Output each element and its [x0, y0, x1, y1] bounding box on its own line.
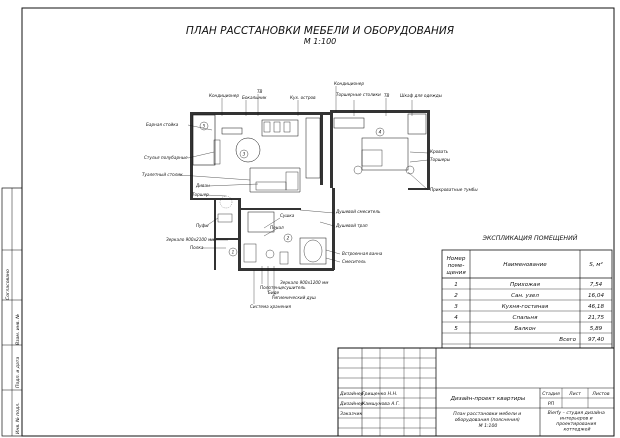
label-dressing-table: Туалетный столик	[142, 172, 183, 177]
drawing-scale: М 1:100	[304, 37, 337, 46]
label-air-conditioner: Кондиционер	[209, 93, 239, 98]
label-air-conditioner-2: Кондиционер	[334, 81, 364, 86]
plan-labels: Кондиционер ТВ Бокалыник Кух. остров Кон…	[142, 81, 478, 309]
svg-text:7,54: 7,54	[590, 282, 603, 288]
svg-text:Сан. узел: Сан. узел	[511, 293, 539, 299]
label-wine-cooler: Бокалыник	[242, 95, 267, 100]
label-poufs: Пуфы	[196, 223, 209, 228]
svg-text:1: 1	[232, 250, 235, 255]
label-dryer: Сушка	[280, 213, 295, 218]
label-shelf: Полка	[190, 245, 204, 250]
label-bidet: Биде	[268, 290, 279, 295]
label-hall-mirror: Зеркало 900х2100 мм	[166, 237, 214, 242]
sheet-title: План расстановки мебели и оборудования (…	[453, 411, 522, 429]
sheet-label: Лист	[568, 391, 581, 397]
svg-text:2: 2	[287, 236, 290, 241]
label-bed: Кровать	[430, 149, 449, 154]
label-storage-system: Система хранения	[250, 304, 291, 309]
company-name: Bierfy – студия дизайна интерьеров и про…	[548, 410, 607, 433]
svg-text:16,04: 16,04	[588, 293, 604, 299]
designer2-name: Камшунова А.Г.	[362, 401, 400, 407]
label-bath-mirror: Зеркало 900х1200 мм	[280, 280, 328, 285]
svg-text:2: 2	[454, 293, 458, 299]
label-wardrobe: Шкаф для одежды	[400, 93, 443, 98]
title-block: Дизайнер Грищенко Н.Н. Дизайнер Камшунов…	[337, 347, 615, 437]
stage-label: Стадия	[542, 391, 560, 397]
label-floor-lamp: Торшер	[192, 192, 209, 197]
label-towel-warmer: Полотенцесушитель	[260, 285, 306, 290]
label-shower-drain: Душевой трап	[335, 223, 368, 228]
svg-text:3: 3	[454, 304, 458, 310]
label-bar-stools: Стулья полубарные	[144, 155, 188, 160]
svg-text:46,18: 46,18	[588, 304, 604, 310]
table-row: 4 Спальня 21,75	[454, 315, 604, 321]
drawing-title: ПЛАН РАССТАНОВКИ МЕБЕЛИ И ОБОРУДОВАНИЯ	[186, 25, 455, 37]
svg-text:4: 4	[379, 130, 382, 135]
side-stamp-field-2: Подп. и дата	[15, 357, 21, 388]
sheet-frame	[21, 7, 615, 437]
svg-text:5: 5	[203, 124, 206, 129]
label-tv-2: ТВ	[384, 93, 390, 98]
project-name: Дизайн-проект квартиры	[450, 396, 526, 402]
label-side-tables: Торшерные столики	[336, 92, 381, 97]
label-tall-cabinet: Пенал	[270, 225, 284, 230]
side-stamp: Взам. инв. № Подп. и дата Инв. № подл. С…	[1, 187, 23, 437]
svg-text:Кухня-гостиная: Кухня-гостиная	[502, 304, 549, 310]
designer-role: Дизайнер	[339, 391, 364, 397]
customer-label: Заказчик	[340, 411, 362, 417]
label-bar-counter: Барная стойка	[146, 122, 179, 127]
apartment-plan: 1 2 3 4 5	[190, 110, 430, 271]
designer-name: Грищенко Н.Н.	[362, 391, 398, 397]
table-row: 5 Балкон 5,89	[454, 326, 602, 332]
label-floor-lamps: Торшеры	[430, 157, 451, 162]
svg-text:Прихожая: Прихожая	[510, 282, 541, 288]
label-kitchen-island: Кух. остров	[290, 95, 316, 100]
label-hygienic-shower: Гигиенический душ	[272, 295, 316, 300]
total-value: 97,40	[588, 337, 604, 343]
col-area-header: S, м²	[589, 261, 603, 268]
svg-text:5,89: 5,89	[590, 326, 603, 332]
table-row: 2 Сан. узел 16,04	[454, 293, 604, 299]
col-name-header: Наименование	[503, 262, 547, 268]
label-tv: ТВ	[257, 89, 263, 94]
sheets-label: Листов	[591, 391, 609, 397]
side-stamp-field-3: Инв. № подл.	[15, 402, 21, 434]
svg-text:5: 5	[454, 326, 458, 332]
label-sofa: Диван	[195, 183, 210, 188]
total-label: Всего	[559, 337, 576, 343]
side-stamp-field-1: Взам. инв. №	[15, 314, 21, 345]
table-row: 1 Прихожая 7,54	[454, 282, 602, 288]
table-row: 3 Кухня-гостиная 46,18	[454, 304, 604, 310]
leader-lines	[179, 86, 429, 304]
svg-text:Балкон: Балкон	[514, 326, 536, 332]
stage-value: РП	[548, 401, 555, 407]
svg-text:4: 4	[454, 315, 458, 321]
svg-text:Спальня: Спальня	[513, 315, 539, 321]
label-built-in-bath: Встроенная ванна	[342, 251, 383, 256]
explication-title: ЭКСПЛИКАЦИЯ ПОМЕЩЕНИЙ	[482, 233, 578, 242]
room-number-markers: 1 2 3 4 5	[199, 121, 385, 257]
label-shower-mixer: Душевой смеситель	[335, 209, 381, 214]
label-mixer: Смеситель	[342, 259, 366, 264]
svg-text:1: 1	[454, 282, 458, 288]
label-nightstands: Прикроватные тумбы	[430, 187, 478, 192]
svg-text:3: 3	[243, 152, 246, 157]
svg-text:21,75: 21,75	[588, 315, 604, 321]
designer2-role: Дизайнер	[339, 401, 364, 407]
side-stamp-field-4: Согласовано	[5, 269, 11, 300]
